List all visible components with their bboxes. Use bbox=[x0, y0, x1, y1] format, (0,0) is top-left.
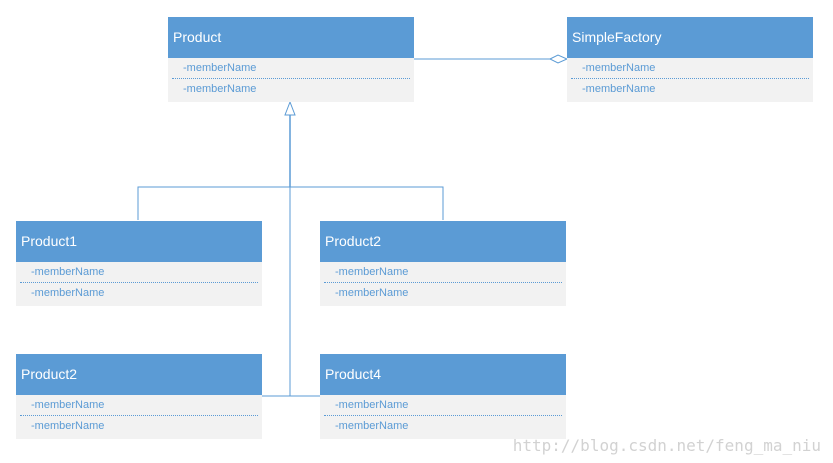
class-name: Product bbox=[168, 17, 414, 58]
inheritance-branch-line bbox=[137, 186, 444, 220]
member-item: -memberName bbox=[20, 262, 258, 283]
class-name: Product1 bbox=[16, 221, 262, 262]
class-members: -memberName -memberName bbox=[168, 58, 414, 99]
class-simplefactory: SimpleFactory -memberName -memberName bbox=[567, 17, 813, 102]
member-item: -memberName bbox=[335, 420, 409, 432]
member-item: -memberName bbox=[324, 262, 562, 283]
inheritance-arrowhead bbox=[284, 100, 296, 116]
class-name: Product2 bbox=[16, 354, 262, 395]
class-members: -memberName -memberName bbox=[16, 395, 262, 436]
class-product2-upper: Product2 -memberName -memberName bbox=[320, 221, 566, 306]
class-name: Product4 bbox=[320, 354, 566, 395]
member-item: -memberName bbox=[335, 287, 409, 299]
member-item: -memberName bbox=[324, 395, 562, 416]
class-name: Product2 bbox=[320, 221, 566, 262]
class-product1: Product1 -memberName -memberName bbox=[16, 221, 262, 306]
member-item: -memberName bbox=[172, 58, 410, 79]
member-item: -memberName bbox=[582, 83, 656, 95]
class-product2-lower: Product2 -memberName -memberName bbox=[16, 354, 262, 439]
member-item: -memberName bbox=[31, 287, 105, 299]
member-item: -memberName bbox=[183, 83, 257, 95]
class-product4: Product4 -memberName -memberName bbox=[320, 354, 566, 439]
class-name: SimpleFactory bbox=[567, 17, 813, 58]
member-item: -memberName bbox=[31, 420, 105, 432]
class-members: -memberName -memberName bbox=[16, 262, 262, 303]
watermark-text: http://blog.csdn.net/feng_ma_niu bbox=[512, 436, 821, 455]
member-item: -memberName bbox=[571, 58, 809, 79]
aggregation-diamond bbox=[548, 54, 569, 64]
class-product: Product -memberName -memberName bbox=[168, 17, 414, 102]
class-members: -memberName -memberName bbox=[320, 395, 566, 436]
class-members: -memberName -memberName bbox=[567, 58, 813, 99]
member-item: -memberName bbox=[20, 395, 258, 416]
class-members: -memberName -memberName bbox=[320, 262, 566, 303]
